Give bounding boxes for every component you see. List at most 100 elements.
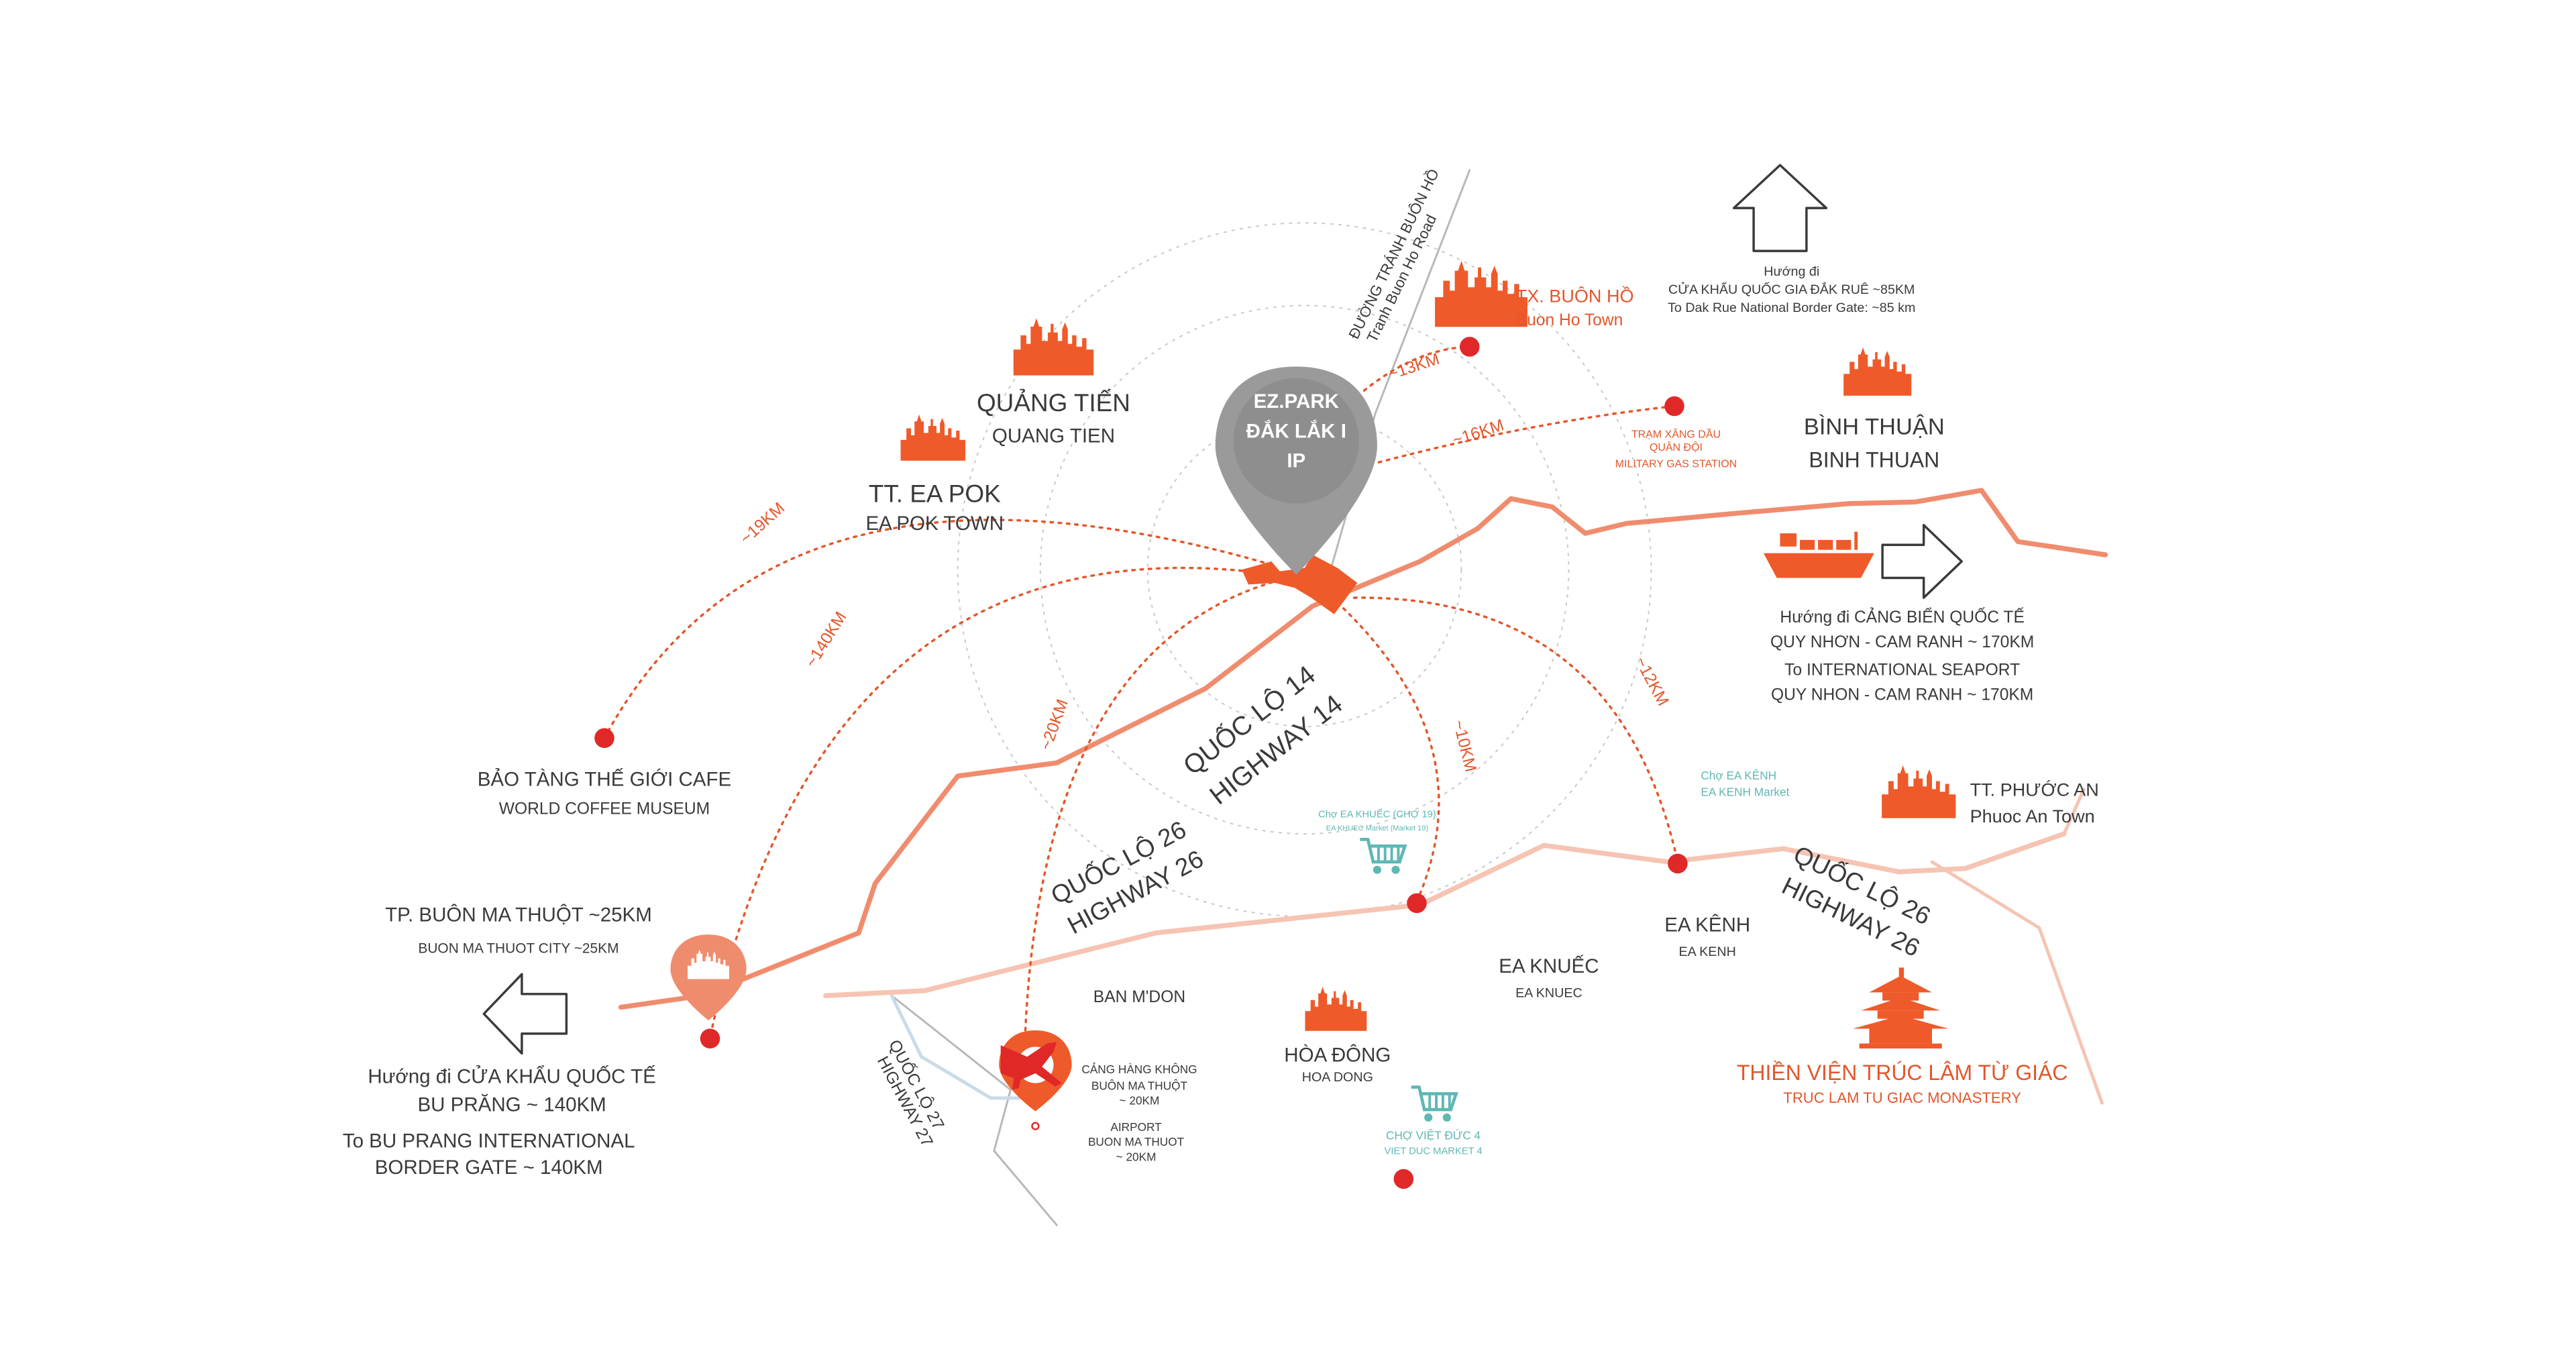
north-direction-l3: To Dak Rue National Border Gate: ~85 km <box>1668 301 1915 315</box>
east-direction-l1: Hướng đi CẢNG BIỂN QUỐC TẾ <box>1780 607 2024 627</box>
label-market-vietduc: CHỢ VIỆT ĐỨC 4 <box>1386 1128 1481 1142</box>
label-binh-thuan-en: BINH THUAN <box>1809 448 1939 472</box>
cargo-ship-icon <box>1763 531 1874 578</box>
highway-26-road <box>823 831 2067 998</box>
label-market-knuec-en: EA KHUEC Market (Market 19) <box>1326 824 1428 832</box>
west-direction-l1: Hướng đi CỬA KHẨU QUỐC TẾ <box>368 1065 656 1088</box>
direction-arrows <box>482 164 1963 1055</box>
marker-ea-kenh <box>1668 853 1688 874</box>
label-ea-knuec-en: EA KNUEC <box>1515 986 1582 1001</box>
label-airport-en2: BUON MA THUOT <box>1088 1135 1185 1148</box>
arrow-right-icon <box>1881 524 1963 599</box>
pagoda-icon <box>1852 967 1949 1049</box>
arrow-left-icon <box>482 973 568 1055</box>
label-market-kenh-en: EA KENH Market <box>1701 785 1789 798</box>
airplane-icon <box>1000 1042 1062 1090</box>
label-buon-ho-en: Buon Ho Town <box>1516 311 1623 329</box>
north-direction-l2: CỬA KHẨU QUỐC GIA ĐẮK RUÊ ~85KM <box>1668 281 1915 297</box>
highway-14-road <box>618 488 2108 1010</box>
arc-ea-kenh <box>1352 596 1679 863</box>
label-ban-mdon: BAN M'DON <box>1093 988 1185 1006</box>
shopping-cart-icon <box>1411 1087 1456 1121</box>
label-monastery-en: TRUC LAM TU GIAC MONASTERY <box>1783 1089 2021 1106</box>
city-skyline-icon <box>1843 347 1912 396</box>
label-market-vietduc-en: VIET DUC MARKET 4 <box>1385 1146 1483 1157</box>
pin-subtitle: ĐẮK LẮK I <box>1246 419 1346 442</box>
label-ea-kenh: EA KÊNH <box>1664 914 1750 936</box>
label-hoa-dong: HÒA ĐÔNG <box>1284 1044 1391 1067</box>
distance-airport: ~20KM <box>1037 697 1072 753</box>
label-hoa-dong-en: HOA DONG <box>1302 1070 1373 1085</box>
label-ea-kenh-en: EA KENH <box>1679 945 1736 959</box>
city-skyline-icon <box>1882 765 1956 818</box>
highway-27-road <box>890 994 1058 1226</box>
city-skyline-icon <box>1305 987 1367 1031</box>
west-direction-l2: BU PRĂNG ~ 140KM <box>417 1094 606 1116</box>
north-direction-l1: Hướng đi <box>1764 264 1819 279</box>
label-phuoc-an: TT. PHƯỚC AN <box>1970 779 2099 800</box>
label-quang-tien-en: QUANG TIEN <box>992 425 1115 447</box>
city-skyline-icon <box>900 414 966 461</box>
west-direction-l3: To BU PRANG INTERNATIONAL <box>343 1130 635 1152</box>
label-airport-vi2: BUÔN MA THUỘT <box>1091 1079 1188 1093</box>
range-rings <box>957 222 1652 918</box>
highway-27-blue-road <box>890 993 1036 1100</box>
label-airport-vi3: ~ 20KM <box>1120 1094 1160 1108</box>
arc-airport <box>1022 576 1289 1099</box>
label-buon-ma-thuot: TP. BUÔN MA THUỘT ~25KM <box>385 903 652 926</box>
label-airport-vi1: CẢNG HÀNG KHÔNG <box>1081 1063 1197 1076</box>
label-ea-pok-en: EA POK TOWN <box>865 512 1004 535</box>
marker-viet-duc <box>1393 1169 1414 1189</box>
pin-suffix: IP <box>1287 450 1305 472</box>
arc-ea-pok <box>603 519 1273 739</box>
east-direction-l2: QUY NHƠN - CAM RANH ~ 170KM <box>1770 633 2034 651</box>
label-gas-en: MILITARY GAS STATION <box>1615 459 1737 470</box>
distance-labels: ~13KM ~16KM ~19KM ~140KM ~20KM ~10KM ~12… <box>737 350 1672 774</box>
label-ea-knuec: EA KNUẾC <box>1499 955 1599 977</box>
highway-26-branch-road <box>1930 860 2104 1105</box>
marker-buon-ho <box>1459 337 1480 357</box>
tranh-buon-ho-road <box>1328 169 1471 576</box>
label-ea-pok: TT. EA POK <box>869 480 1001 507</box>
distance-gas: ~16KM <box>1450 416 1506 449</box>
label-airport-en3: ~ 20KM <box>1116 1150 1157 1163</box>
arc-ea-knuec <box>1336 601 1440 903</box>
label-coffee-museum: BẢO TÀNG THẾ GIỚI CAFE <box>478 768 731 791</box>
highway-26-east-road <box>2062 788 2086 836</box>
shopping-cart-icon <box>1360 839 1405 873</box>
road-network <box>618 169 2108 1226</box>
distance-buon-ho: ~13KM <box>1386 350 1442 384</box>
east-direction-l4: QUY NHON - CAM RANH ~ 170KM <box>1771 686 2033 704</box>
ez-park-map-pin-icon: EZ.PARK ĐẮK LẮK I IP <box>1215 366 1377 575</box>
city-skyline-icon <box>1435 260 1527 327</box>
arc-coffee-museum <box>708 566 1277 1038</box>
label-gas-vi2: QUÂN ĐỘI <box>1650 441 1703 453</box>
label-buon-ma-thuot-en: BUON MA THUOT CITY ~25KM <box>418 940 619 956</box>
market-icons <box>1360 839 1456 1121</box>
marker-buon-ma-thuot <box>700 1028 720 1049</box>
road-label-bypass-vi: ĐƯỜNG TRÁNH BUÔN HỒ <box>1345 166 1442 341</box>
marker-gas-station <box>1664 396 1684 417</box>
ez-park-site <box>1242 555 1358 614</box>
label-market-kenh: Chợ EA KÊNH <box>1701 769 1776 782</box>
label-buon-ho: TX. BUÔN HỒ <box>1516 285 1634 306</box>
label-coffee-museum-en: WORLD COFFEE MUSEUM <box>499 800 710 818</box>
marker-airport <box>1031 1122 1040 1130</box>
buon-ma-thuot-pin-icon <box>670 934 747 1021</box>
distance-ea-kenh: ~12KM <box>1631 654 1672 709</box>
label-phuoc-an-en: Phuoc An Town <box>1970 806 2095 826</box>
direction-labels: Hướng đi CỬA KHẨU QUỐC GIA ĐẮK RUÊ ~85KM… <box>343 264 2034 1179</box>
label-market-knuec: Chợ EA KHUẾC (CHỢ 19) <box>1318 808 1436 820</box>
pin-title: EZ.PARK <box>1254 390 1340 413</box>
city-skyline-icon <box>1013 318 1094 376</box>
place-labels: TX. BUÔN HỒ Buon Ho Town TRẠM XĂNG DẦU Q… <box>385 285 2099 1163</box>
west-direction-l4: BORDER GATE ~ 140KM <box>375 1156 603 1179</box>
label-quang-tien: QUẢNG TIẾN <box>977 389 1130 417</box>
airport-pin-icon <box>999 1030 1072 1112</box>
label-gas-vi1: TRẠM XĂNG DẦU <box>1631 427 1721 440</box>
location-markers <box>594 337 1688 1189</box>
east-direction-l3: To INTERNATIONAL SEAPORT <box>1784 661 2020 680</box>
distance-ea-pok: ~19KM <box>737 499 789 548</box>
arc-gas <box>1377 404 1676 464</box>
